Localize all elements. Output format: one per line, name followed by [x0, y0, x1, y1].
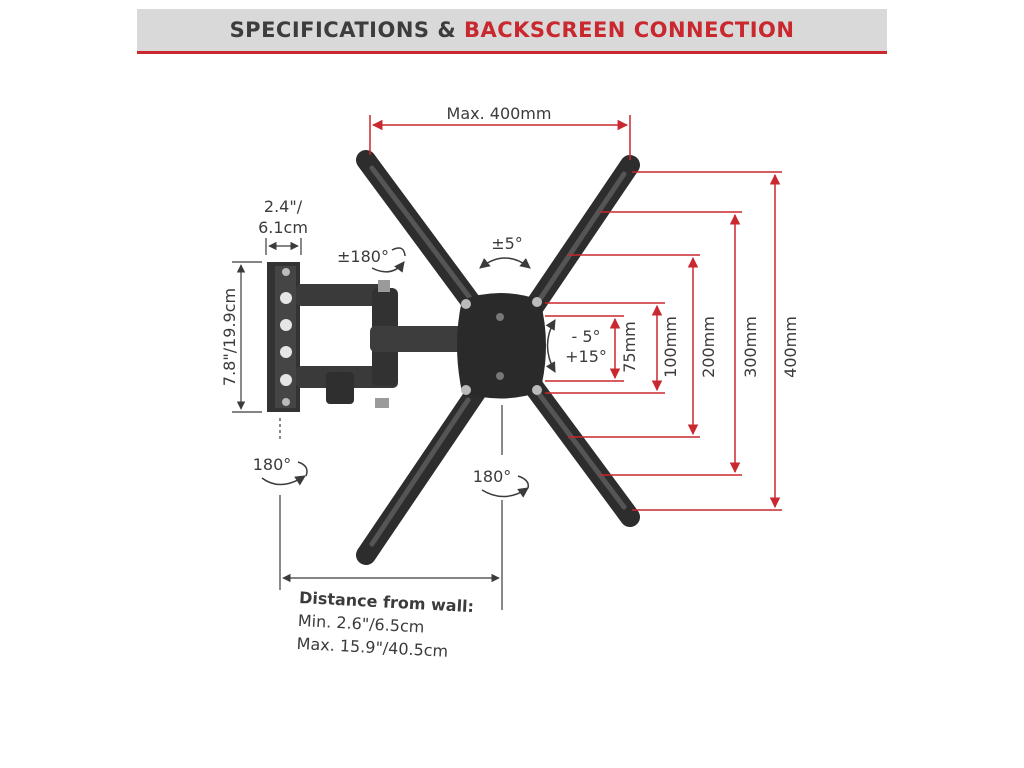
tilt-minus-label: - 5° [571, 327, 600, 346]
vesa-dimension-lines [369, 115, 782, 511]
swivel-top-label: ±180° [337, 247, 389, 266]
plate-width-label-line1: 2.4"/ [264, 197, 303, 216]
plate-width-label-line2: 6.1cm [258, 218, 308, 237]
arm-swivel-label: 180° [473, 467, 512, 486]
header-banner: SPECIFICATIONS & BACKSCREEN CONNECTION [137, 9, 887, 54]
vesa-200-label: 200mm [699, 316, 718, 378]
tilt-side-label: ±5° [491, 234, 523, 253]
header-title-part2: BACKSCREEN CONNECTION [463, 18, 795, 42]
vesa-100-label: 100mm [661, 316, 680, 378]
wall-swivel-label: 180° [253, 455, 292, 474]
header-title-part1: SPECIFICATIONS & [229, 18, 464, 42]
vesa-400-label: 400mm [781, 316, 800, 378]
vesa-300-label: 300mm [741, 316, 760, 378]
tilt-plus-label: +15° [565, 347, 607, 366]
distance-min: Min. 2.6"/6.5cm [297, 611, 424, 637]
tv-mount-illustration [267, 150, 640, 565]
distance-max: Max. 15.9"/40.5cm [296, 634, 448, 661]
rotation-arrow-icon [261, 247, 556, 498]
max-width-label: Max. 400mm [447, 104, 552, 123]
vesa-75-label: 75mm [620, 321, 639, 373]
plate-height-label: 7.8"/19.9cm [220, 288, 239, 386]
distance-block: Distance from wall: Min. 2.6"/6.5cm Max.… [296, 588, 474, 661]
wall-dimension-lines [232, 238, 503, 610]
